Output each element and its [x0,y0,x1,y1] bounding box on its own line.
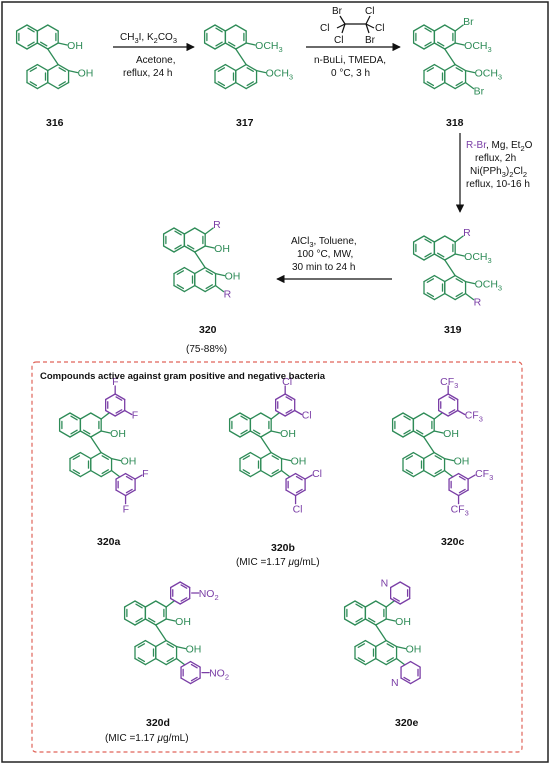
cond1-line1: CH3I, K2CO3 [120,32,177,45]
hydroxyl-label: OH [291,456,307,468]
svg-text:Cl: Cl [334,35,343,46]
hydroxyl-label: OH [443,428,459,440]
label-320e: 320e [395,717,419,729]
cond1-line3: reflux, 24 h [123,68,172,79]
r-group-label: R [224,289,232,301]
cond3-line3: Ni(PPh3)2Cl2 [470,166,527,179]
label-316: 316 [46,117,64,129]
nitro-label: NO2 [199,588,219,602]
mic-320d: (MIC =1.17 μg/mL) [105,733,189,744]
cond4-line3: 30 min to 24 h [292,262,355,273]
label-318: 318 [446,117,464,129]
trifluoromethyl-label: CF3 [451,504,469,518]
hydroxyl-label: OH [214,243,230,255]
label-320d: 320d [146,717,170,729]
label-320c: 320c [441,536,465,548]
bromo-label: Br [474,86,485,98]
hydroxyl-label: OH [121,456,137,468]
r-group-label: R [213,219,221,231]
hydroxyl-label: OH [110,428,126,440]
label-320: 320 [199,324,217,336]
fluoro-label: F [123,504,129,516]
methoxy-label: OCH3 [475,68,503,82]
compound-320e-structure: OH OH N N [343,578,422,689]
chloro-label: Cl [293,504,303,516]
hydroxyl-label: OH [67,40,83,52]
hydroxyl-label: OH [175,616,191,628]
cond1-line2: Acetone, [136,55,175,66]
cond3-line1: R-Br, Mg, Et2O [466,140,533,153]
chloro-label: Cl [282,376,292,388]
svg-text:Br: Br [365,35,376,46]
nitro-label: NO2 [209,668,229,682]
chloro-label: Cl [302,410,312,422]
active-compounds-box [31,361,523,753]
svg-text:Cl: Cl [375,23,384,34]
compound-320a-structure: OH OH F F F F [58,376,149,516]
cond2-line2: 0 °C, 3 h [331,68,370,79]
label-317: 317 [236,117,254,129]
compound-316-structure: OH OH [15,24,94,90]
box-title: Compounds active against gram positive a… [40,371,326,382]
hydroxyl-label: OH [78,68,94,80]
step2-reagent: Br Cl Cl Cl Cl Br [320,6,384,46]
hydroxyl-label: OH [225,271,241,283]
methoxy-label: OCH3 [475,279,503,293]
methoxy-label: OCH3 [255,40,283,54]
trifluoromethyl-label: CF3 [465,410,483,424]
svg-text:Cl: Cl [365,6,374,17]
r-group-label: R [474,297,482,309]
label-320a: 320a [97,536,121,548]
trifluoromethyl-label: CF3 [440,376,458,390]
methoxy-label: OCH3 [464,40,492,54]
mic-320b: (MIC =1.17 μg/mL) [236,557,320,568]
cond4-line2: 100 °C, MW, [297,249,353,260]
svg-text:Br: Br [332,6,343,17]
compound-320-structure: OH OH R R [162,219,241,301]
cond3-line4: reflux, 10-16 h [466,179,530,190]
chloro-label: Cl [312,468,322,480]
methoxy-label: OCH3 [464,251,492,265]
hydroxyl-label: OH [280,428,296,440]
hydroxyl-label: OH [395,616,411,628]
cond3-line2: reflux, 2h [475,153,516,164]
fluoro-label: F [132,410,138,422]
trifluoromethyl-label: CF3 [475,468,493,482]
bromo-label: Br [463,16,474,28]
svg-text:Cl: Cl [320,23,329,34]
pyridine-n-label: N [381,578,389,590]
fluoro-label: F [112,376,118,388]
yield-320: (75-88%) [186,344,227,355]
r-group-label: R [463,227,471,239]
cond2-line1: n-BuLi, TMEDA, [314,55,386,66]
label-320b: 320b [271,542,295,554]
cond4-line1: AlCl3, Toluene, [291,236,357,249]
fluoro-label: F [142,468,148,480]
methoxy-label: OCH3 [266,68,294,82]
label-319: 319 [444,324,462,336]
hydroxyl-label: OH [186,644,202,656]
pyridine-n-label: N [391,677,399,689]
hydroxyl-label: OH [406,644,422,656]
hydroxyl-label: OH [454,456,470,468]
